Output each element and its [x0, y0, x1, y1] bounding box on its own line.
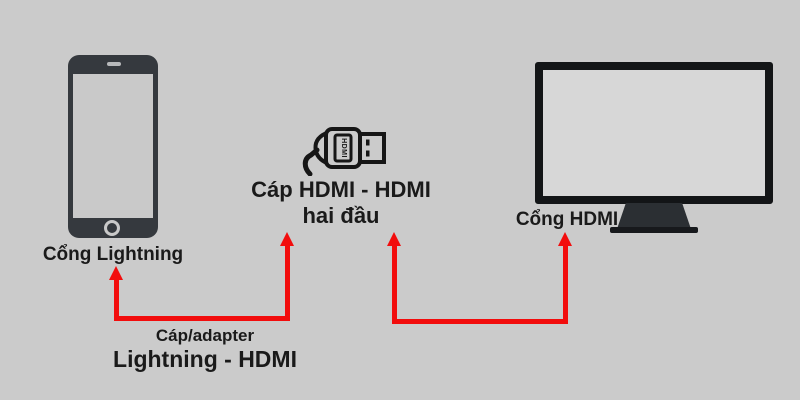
phone-screen: [73, 74, 153, 218]
adapter-arrow-right-head: [280, 232, 294, 246]
hdmi-cable-label: Cáp HDMI - HDMI hai đầu: [240, 177, 442, 229]
hdmi-port-label: Cổng HDMI: [515, 209, 619, 230]
hdmi-cable-label-line2: hai đầu: [302, 203, 380, 228]
hdmi-connector-text: HDMI: [340, 138, 347, 158]
hdmi-cable-label-line1: Cáp HDMI - HDMI: [251, 177, 431, 202]
adapter-label: Cáp/adapter Lightning - HDMI: [95, 326, 315, 373]
adapter-arrow-right-shaft: [285, 245, 290, 321]
hdmi-cable-icon: HDMI: [302, 127, 386, 176]
adapter-arrow-left-head: [109, 266, 123, 280]
tv-stand: [617, 203, 691, 229]
hdmi-arrow-horizontal: [392, 319, 568, 324]
phone-speaker: [107, 62, 121, 66]
adapter-label-line2: Lightning - HDMI: [113, 346, 297, 372]
adapter-label-line1: Cáp/adapter: [155, 326, 255, 345]
hdmi-arrow-left-shaft: [392, 245, 397, 324]
phone-home-button-icon: [104, 220, 120, 236]
smartphone-icon: [68, 55, 158, 238]
lightning-port-label: Cổng Lightning: [42, 244, 184, 265]
adapter-arrow-horizontal: [114, 316, 290, 321]
hdmi-arrow-right-shaft: [563, 245, 568, 324]
adapter-arrow-left-shaft: [114, 279, 119, 321]
tv-icon: [535, 62, 773, 204]
hdmi-arrow-left-head: [387, 232, 401, 246]
tv-base: [610, 227, 698, 233]
hdmi-arrow-right-head: [558, 232, 572, 246]
